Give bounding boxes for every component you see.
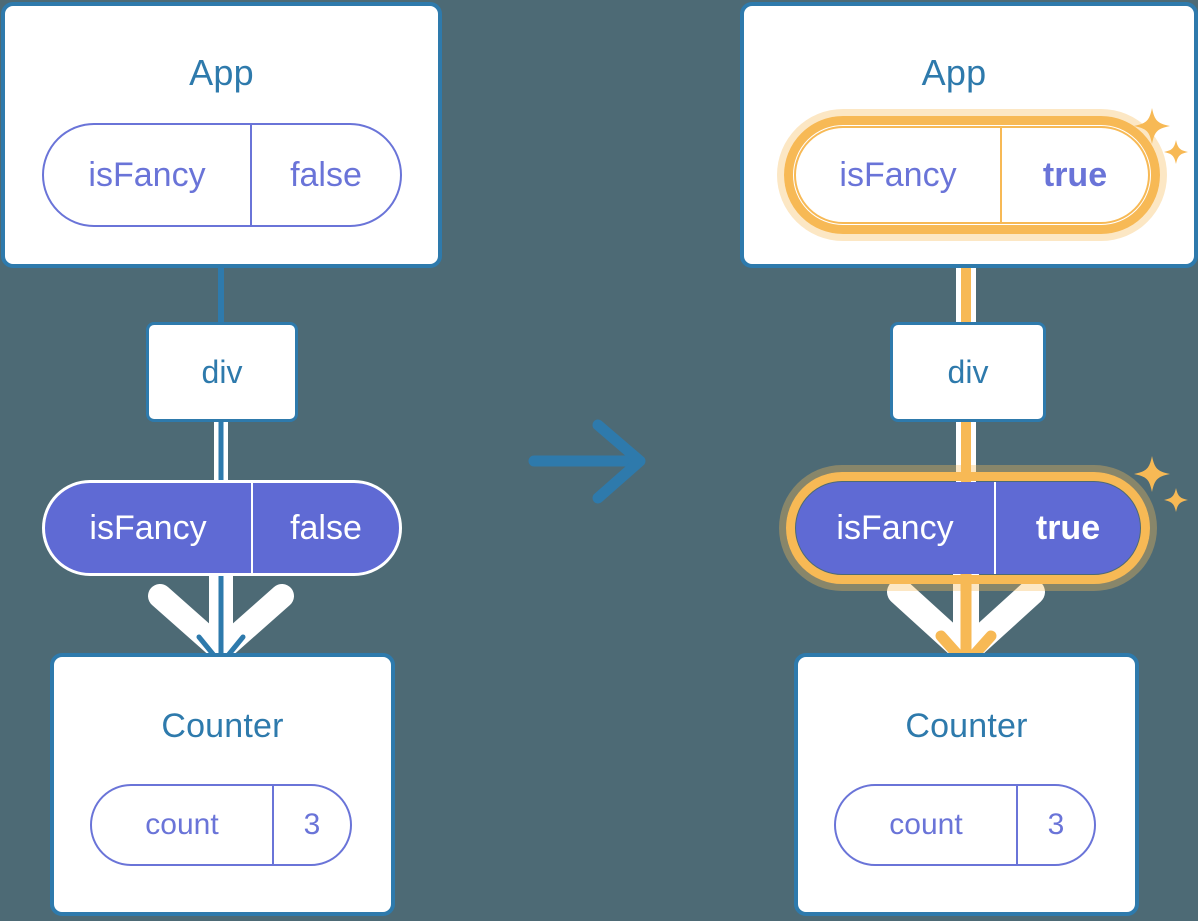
app-state-key-after: isFancy — [839, 155, 957, 194]
sparkle-small-icon — [1164, 488, 1188, 512]
prop-key-after: isFancy — [836, 508, 954, 547]
sparkles-prop-after — [1130, 452, 1194, 524]
app-state-value-before: false — [250, 125, 400, 225]
sparkles-app-after — [1128, 104, 1192, 176]
app-state-pill-after[interactable]: isFancy true — [794, 126, 1150, 224]
app-state-pill-before[interactable]: isFancy false — [42, 123, 402, 227]
counter-state-value-before: 3 — [272, 786, 350, 864]
prop-pill-before[interactable]: isFancy false — [42, 480, 402, 576]
prop-value-before: false — [251, 483, 399, 573]
div-node-label-after: div — [947, 353, 989, 390]
sparkle-small-icon — [1164, 140, 1188, 164]
prop-value-after: true — [994, 482, 1140, 574]
sparkle-large-icon — [1134, 456, 1170, 492]
counter-state-pill-before[interactable]: count 3 — [90, 784, 352, 866]
app-title-after: App — [921, 52, 987, 93]
sparkle-large-icon — [1134, 108, 1170, 144]
counter-title-after: Counter — [905, 707, 1028, 745]
app-title-before: App — [189, 52, 254, 93]
div-node-after: div — [890, 322, 1046, 422]
prop-key-before: isFancy — [89, 508, 207, 547]
app-state-key-before: isFancy — [88, 155, 206, 194]
app-state-value-after: true — [1000, 128, 1148, 222]
div-node-label-before: div — [201, 353, 243, 390]
div-node-before: div — [146, 322, 298, 422]
counter-state-value-after: 3 — [1016, 786, 1094, 864]
counter-title-before: Counter — [161, 707, 284, 745]
prop-pill-after[interactable]: isFancy true — [796, 482, 1140, 574]
counter-state-key-after: count — [889, 808, 963, 841]
counter-state-key-before: count — [145, 808, 219, 841]
counter-state-pill-after[interactable]: count 3 — [834, 784, 1096, 866]
